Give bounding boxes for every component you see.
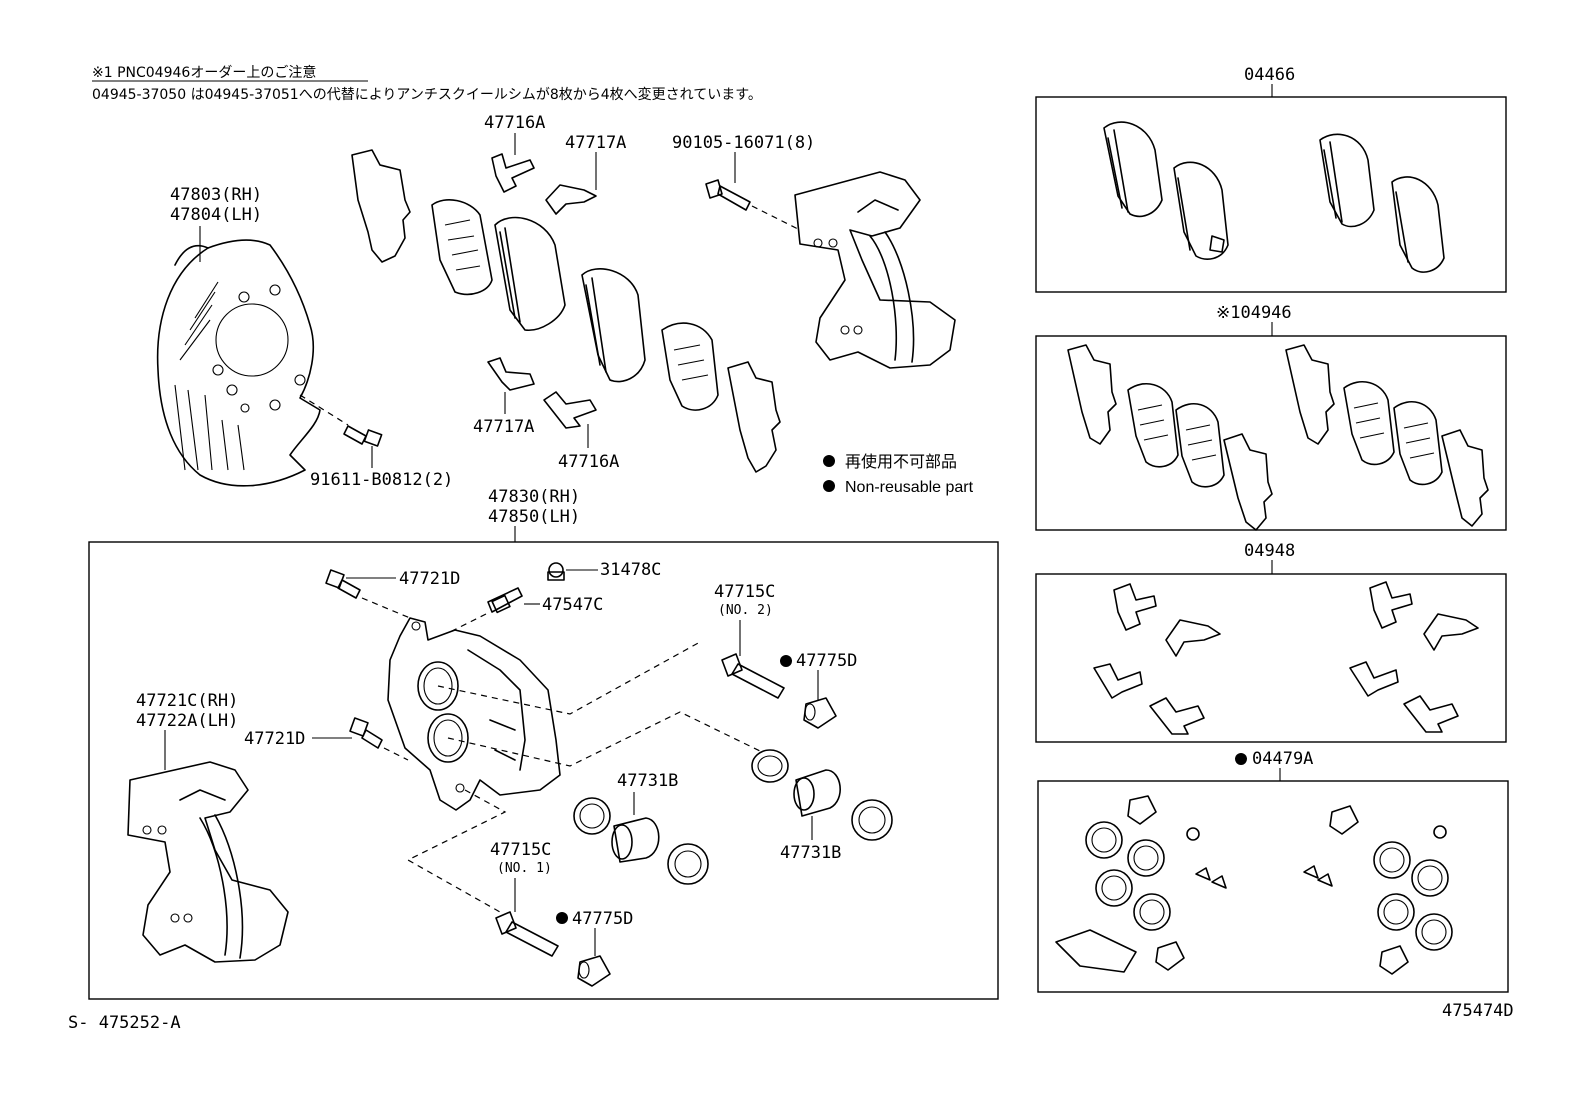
label-47715C-no1: 47715C bbox=[490, 840, 551, 860]
label-91611: 91611-B0812(2) bbox=[310, 470, 453, 490]
label-47804: 47804(LH) bbox=[170, 205, 262, 225]
label-90105: 90105-16071(8) bbox=[672, 133, 815, 153]
upper-shim-1 bbox=[351, 149, 411, 263]
guide-pin-47715C-no2 bbox=[721, 653, 785, 699]
kit-04948-clips bbox=[1093, 581, 1479, 735]
upper-pad-1 bbox=[494, 216, 566, 331]
label-47716A-top: 47716A bbox=[484, 113, 545, 133]
legend-bullet-jp bbox=[823, 455, 835, 467]
label-47731B-right: 47731B bbox=[780, 843, 841, 863]
kit-04946-label: ※104946 bbox=[1216, 303, 1292, 323]
kit-04466-label: 04466 bbox=[1244, 65, 1295, 85]
bleeder-47721D-mid bbox=[349, 717, 383, 749]
clip-47716A-top bbox=[491, 153, 535, 193]
footer-left: S- 475252-A bbox=[68, 1013, 181, 1033]
label-31478C: 31478C bbox=[600, 560, 661, 580]
piston-mid bbox=[611, 817, 660, 863]
label-47803: 47803(RH) bbox=[170, 185, 262, 205]
kit-04948-frame bbox=[1035, 573, 1507, 743]
kit-04946-shims bbox=[1067, 344, 1489, 531]
kit-04479A-label: 04479A bbox=[1252, 749, 1313, 769]
label-47717A-top: 47717A bbox=[565, 133, 626, 153]
dust-boot-right bbox=[851, 799, 893, 841]
kit-04479A-seals bbox=[1055, 795, 1453, 975]
bolt-90105 bbox=[705, 179, 751, 211]
bleeder-47547C bbox=[487, 587, 523, 614]
label-47716A-bot: 47716A bbox=[558, 452, 619, 472]
caliper-body bbox=[387, 617, 561, 811]
nonreusable-bullet-47775D-bot bbox=[556, 912, 568, 924]
nonreusable-bullet-04479A bbox=[1235, 753, 1247, 765]
label-47717A-bot: 47717A bbox=[473, 417, 534, 437]
legend-jp: 再使用不可部品 bbox=[845, 453, 957, 471]
piston-seal-mid bbox=[573, 797, 611, 835]
kit-04479A-frame bbox=[1037, 780, 1509, 993]
caliper-assembly-frame bbox=[88, 541, 999, 1000]
clip-47716A-bot bbox=[543, 391, 597, 429]
note-heading: ※1 PNC04946オーダー上のご注意 bbox=[92, 64, 316, 81]
boot-47775D-top bbox=[803, 697, 837, 729]
upper-pad-2 bbox=[581, 268, 646, 383]
clip-47717A-bot bbox=[487, 357, 535, 391]
dust-cover-plate bbox=[156, 239, 321, 487]
label-47547C: 47547C bbox=[542, 595, 603, 615]
boot-47775D-bot bbox=[577, 955, 611, 987]
kit-04948-label: 04948 bbox=[1244, 541, 1295, 561]
label-no1: (NO. 1) bbox=[497, 861, 552, 876]
label-47775D-top: 47775D bbox=[796, 651, 857, 671]
upper-shim-2 bbox=[431, 199, 493, 296]
bolt-91611 bbox=[343, 425, 383, 447]
label-47830: 47830(RH) bbox=[488, 487, 580, 507]
dust-boot-mid bbox=[667, 843, 709, 885]
upper-shim-3 bbox=[661, 322, 719, 411]
label-47721C: 47721C(RH) bbox=[136, 691, 238, 711]
legend-bullet-en bbox=[823, 480, 835, 492]
kit-04466-pads bbox=[1103, 121, 1445, 273]
label-47721D-mid: 47721D bbox=[244, 729, 305, 749]
clip-47717A-top bbox=[545, 184, 597, 215]
note-body: 04945-37050 は04945-37051への代替によりアンチスクイールシ… bbox=[92, 86, 762, 103]
caliper-bracket-lower bbox=[127, 761, 289, 963]
piston-right bbox=[793, 769, 841, 817]
guide-pin-47715C-no1 bbox=[495, 911, 559, 957]
upper-shim-4 bbox=[727, 361, 781, 473]
nonreusable-bullet-47775D-top bbox=[780, 655, 792, 667]
label-47731B-mid: 47731B bbox=[617, 771, 678, 791]
label-47722A: 47722A(LH) bbox=[136, 711, 238, 731]
footer-right: 475474D bbox=[1442, 1001, 1514, 1021]
label-47715C-no2: 47715C bbox=[714, 582, 775, 602]
kit-04946-frame bbox=[1035, 335, 1507, 531]
piston-seal-right bbox=[751, 749, 789, 783]
legend-en: Non-reusable part bbox=[845, 479, 974, 496]
caliper-bracket-upper bbox=[794, 171, 956, 369]
label-no2: (NO. 2) bbox=[718, 603, 773, 618]
kit-04466-frame bbox=[1035, 96, 1507, 293]
label-47775D-bot: 47775D bbox=[572, 909, 633, 929]
label-47721D-top: 47721D bbox=[399, 569, 460, 589]
cap-31478C bbox=[547, 562, 565, 581]
label-47850: 47850(LH) bbox=[488, 507, 580, 527]
bleeder-47721D-top bbox=[325, 569, 361, 599]
